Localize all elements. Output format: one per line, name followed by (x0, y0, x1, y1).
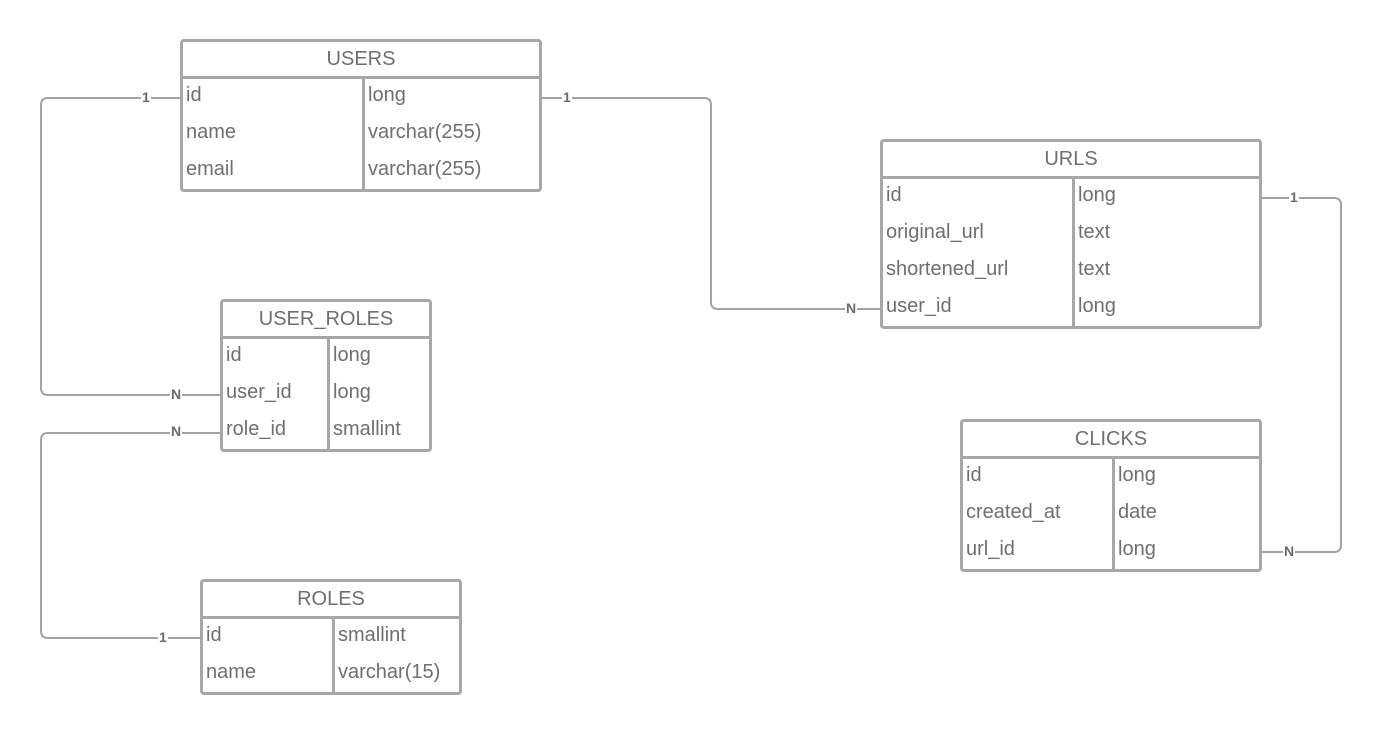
field-name: id (186, 84, 202, 106)
entity-user-roles[interactable]: USER_ROLES id user_id role_id long long … (220, 299, 432, 452)
field-name: name (186, 121, 237, 143)
field-type: smallint (338, 624, 406, 646)
entity-title: USER_ROLES (223, 302, 429, 339)
field-type: long (1118, 538, 1156, 560)
field-name: created_at (966, 501, 1061, 523)
field-name: id (226, 344, 242, 366)
field-name: role_id (226, 418, 287, 440)
connector-users-user-roles (40, 97, 221, 396)
connector-urls-clicks (1261, 197, 1342, 553)
cardinality-label: 1 (158, 629, 168, 645)
field-name: name (206, 661, 257, 683)
field-type: long (368, 84, 406, 106)
entity-clicks[interactable]: CLICKS id created_at url_id long date lo… (960, 419, 1262, 572)
entity-users[interactable]: USERS id name email long varchar(255) va… (180, 39, 542, 192)
field-name: user_id (886, 295, 952, 317)
field-type: long (1078, 295, 1116, 317)
cardinality-label: 1 (141, 89, 151, 105)
field-type: varchar(255) (368, 158, 482, 180)
cardinality-label: N (845, 300, 858, 316)
field-type: text (1078, 258, 1111, 280)
field-type: long (333, 344, 371, 366)
entity-urls[interactable]: URLS id original_url shortened_url user_… (880, 139, 1262, 329)
field-name: user_id (226, 381, 292, 403)
field-type: varchar(15) (338, 661, 441, 683)
cardinality-label: 1 (1289, 189, 1299, 205)
cardinality-label: N (170, 386, 183, 402)
field-name: url_id (966, 538, 1015, 560)
entity-title: USERS (183, 42, 539, 79)
field-type: varchar(255) (368, 121, 482, 143)
entity-title: CLICKS (963, 422, 1259, 459)
cardinality-label: N (170, 423, 183, 439)
field-type: text (1078, 221, 1111, 243)
cardinality-label: N (1283, 543, 1296, 559)
connector-roles-user-roles (40, 432, 221, 639)
field-name: id (966, 464, 982, 486)
field-name: id (206, 624, 222, 646)
field-type: long (1118, 464, 1156, 486)
entity-title: URLS (883, 142, 1259, 179)
field-type: smallint (333, 418, 401, 440)
field-name: id (886, 184, 902, 206)
connector-users-urls (541, 97, 881, 310)
field-type: long (1078, 184, 1116, 206)
entity-title: ROLES (203, 582, 459, 619)
field-name: shortened_url (886, 258, 1009, 280)
field-name: email (186, 158, 234, 180)
field-type: long (333, 381, 371, 403)
field-type: date (1118, 501, 1157, 523)
cardinality-label: 1 (562, 89, 572, 105)
entity-roles[interactable]: ROLES id name smallint varchar(15) (200, 579, 462, 695)
field-name: original_url (886, 221, 984, 243)
